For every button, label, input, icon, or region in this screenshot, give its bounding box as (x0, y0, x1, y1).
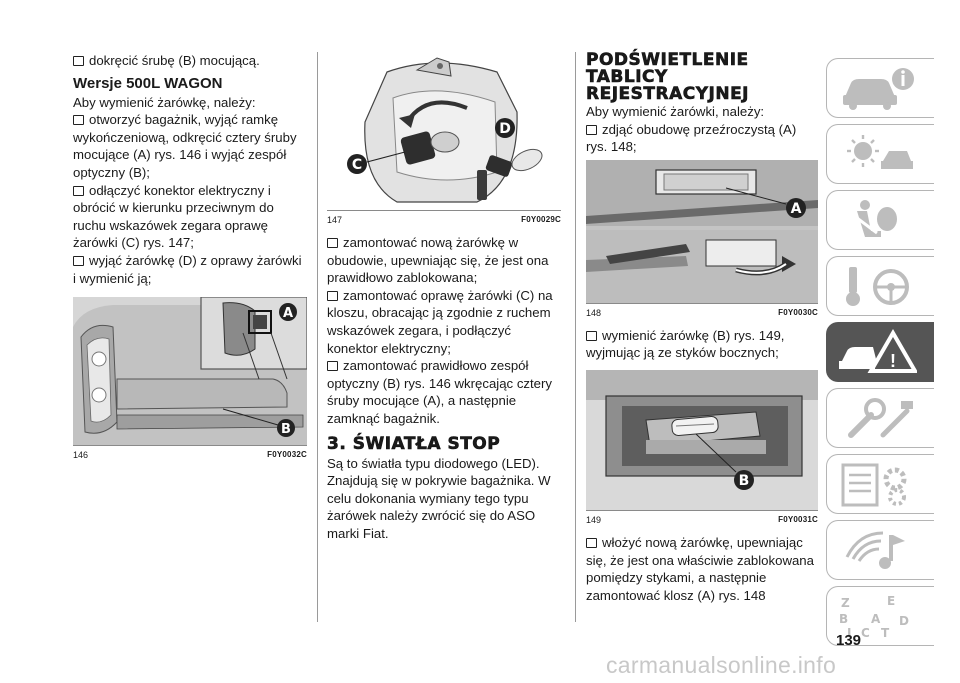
watermark: carmanualsonline.info (606, 652, 837, 678)
car-info-icon (843, 68, 914, 110)
index-letter: E (887, 594, 895, 608)
step-item: zdjąć obudowę przeźroczystą (A) rys. 148… (586, 121, 797, 155)
figure-caption: 147 F0Y0029C (327, 210, 561, 226)
figure-148: A (586, 159, 818, 303)
index-letter: D (899, 614, 909, 628)
intro-step: dokręcić śrubę (B) mocującą. (73, 52, 307, 70)
callout-a: A (283, 306, 293, 321)
step-item: odłączyć konektor elektryczny i obrócić … (73, 182, 274, 251)
lead-text: Aby wymienić żarówki, należy: (586, 104, 765, 119)
tab-specifications[interactable] (826, 454, 934, 514)
tab-emergency[interactable]: ! (826, 322, 934, 382)
index-letter: Z (841, 596, 850, 610)
tab-key-steering[interactable] (826, 256, 934, 316)
callout-b: B (739, 473, 750, 489)
lead-text: Aby wymienić żarówkę, należy: (73, 94, 256, 110)
index-letter: T (881, 626, 890, 639)
warning-triangle-emergency-icon: ! (839, 329, 917, 373)
step-item: zamontować prawidłowo zespół optyczny (B… (327, 358, 552, 426)
tab-index[interactable]: Z E B A D I C T (826, 586, 934, 646)
bullet-box-icon (327, 361, 338, 372)
subheading-wagon: Wersje 500L WAGON (73, 74, 223, 92)
figure-caption: 148 F0Y0030C (586, 302, 818, 319)
callout-b: B (281, 422, 291, 437)
callout-a: A (791, 201, 802, 217)
index-letter: A (871, 612, 881, 626)
section-heading-stop-lights: 3. ŚWIATŁA STOP (327, 433, 501, 454)
chapter-tabs: ! Z (826, 58, 934, 652)
tab-dashboard-lights[interactable] (826, 124, 934, 184)
step-item: wymienić żarówkę (B) rys. 149, wyjmując … (586, 327, 785, 361)
bulb-holder-illustration: C D (327, 52, 561, 210)
index-letter: C (861, 626, 870, 639)
callout-c: C (352, 157, 362, 173)
figure-caption: 149 F0Y0031C (586, 509, 818, 526)
step-item: włożyć nową żarówkę, upewniając się, że … (586, 534, 814, 603)
bullet-box-icon (327, 238, 338, 248)
page-number: 139 (836, 632, 862, 649)
column-divider (575, 52, 576, 622)
tab-multimedia[interactable] (826, 520, 934, 580)
bullet-box-icon (73, 56, 84, 66)
step-item: wyjąć żarówkę (D) z oprawy żarówki i wym… (73, 252, 302, 286)
step-item: zamontować nową żarówkę w obudowie, upew… (327, 235, 549, 286)
section-heading-plate-light: PODŚWIETLENIE TABLICY REJESTRACYJNEJ (586, 50, 750, 104)
bullet-box-icon (586, 124, 597, 135)
figure-code: F0Y0029C (521, 215, 561, 224)
figure-number: 147 (327, 215, 343, 225)
column-middle: C D 147 F0Y0029C zamontować nową żarówkę… (327, 52, 561, 543)
figure-code: F0Y0031C (778, 514, 818, 524)
tab-airbag-seat[interactable] (826, 190, 934, 250)
alphabetical-index-icon: Z E B A D I C T (839, 594, 909, 639)
bullet-box-icon (73, 185, 84, 196)
column-left: dokręcić śrubę (B) mocującą. Wersje 500L… (73, 52, 307, 469)
bullet-box-icon (586, 537, 597, 548)
maintenance-tools-icon (848, 398, 913, 438)
plate-light-removal-illustration: A (586, 159, 818, 303)
figure-code: F0Y0030C (778, 307, 818, 317)
index-letter: B (839, 612, 848, 626)
figure-149: B (586, 369, 818, 510)
bullet-box-icon (73, 255, 84, 266)
figure-caption: 146 F0Y0032C (73, 445, 307, 461)
figure-146: A B (73, 297, 307, 446)
step-item: otworzyć bagażnik, wyjąć ramkę wykończen… (73, 112, 297, 180)
bullet-box-icon (586, 330, 597, 341)
index-letter: I (847, 626, 851, 639)
svg-text:!: ! (890, 351, 896, 371)
figure-number: 149 (586, 514, 602, 525)
paragraph-stop-lights: Są to światła typu diodowego (LED). Znaj… (327, 455, 551, 541)
tab-car-info[interactable] (826, 58, 934, 118)
dashboard-lights-icon (847, 135, 913, 169)
figure-147: C D (327, 52, 561, 210)
figure-number: 148 (586, 307, 602, 318)
tab-maintenance[interactable] (826, 388, 934, 448)
figure-code: F0Y0032C (267, 450, 307, 460)
multimedia-note-icon (845, 531, 905, 569)
tail-light-illustration: A B (73, 297, 307, 446)
bulb-replacement-illustration: B (586, 369, 818, 510)
bullet-box-icon (73, 115, 84, 126)
step-item: zamontować oprawę żarówki (C) na kloszu,… (327, 287, 553, 356)
figure-number: 146 (73, 450, 89, 461)
column-divider (317, 52, 318, 622)
specifications-gear-icon (841, 463, 907, 507)
airbag-seat-icon (852, 200, 897, 237)
callout-d: D (499, 121, 511, 137)
column-right: PODŚWIETLENIE TABLICY REJESTRACYJNEJ Aby… (586, 50, 818, 604)
key-steering-wheel-icon (846, 267, 909, 306)
bullet-box-icon (327, 290, 338, 301)
